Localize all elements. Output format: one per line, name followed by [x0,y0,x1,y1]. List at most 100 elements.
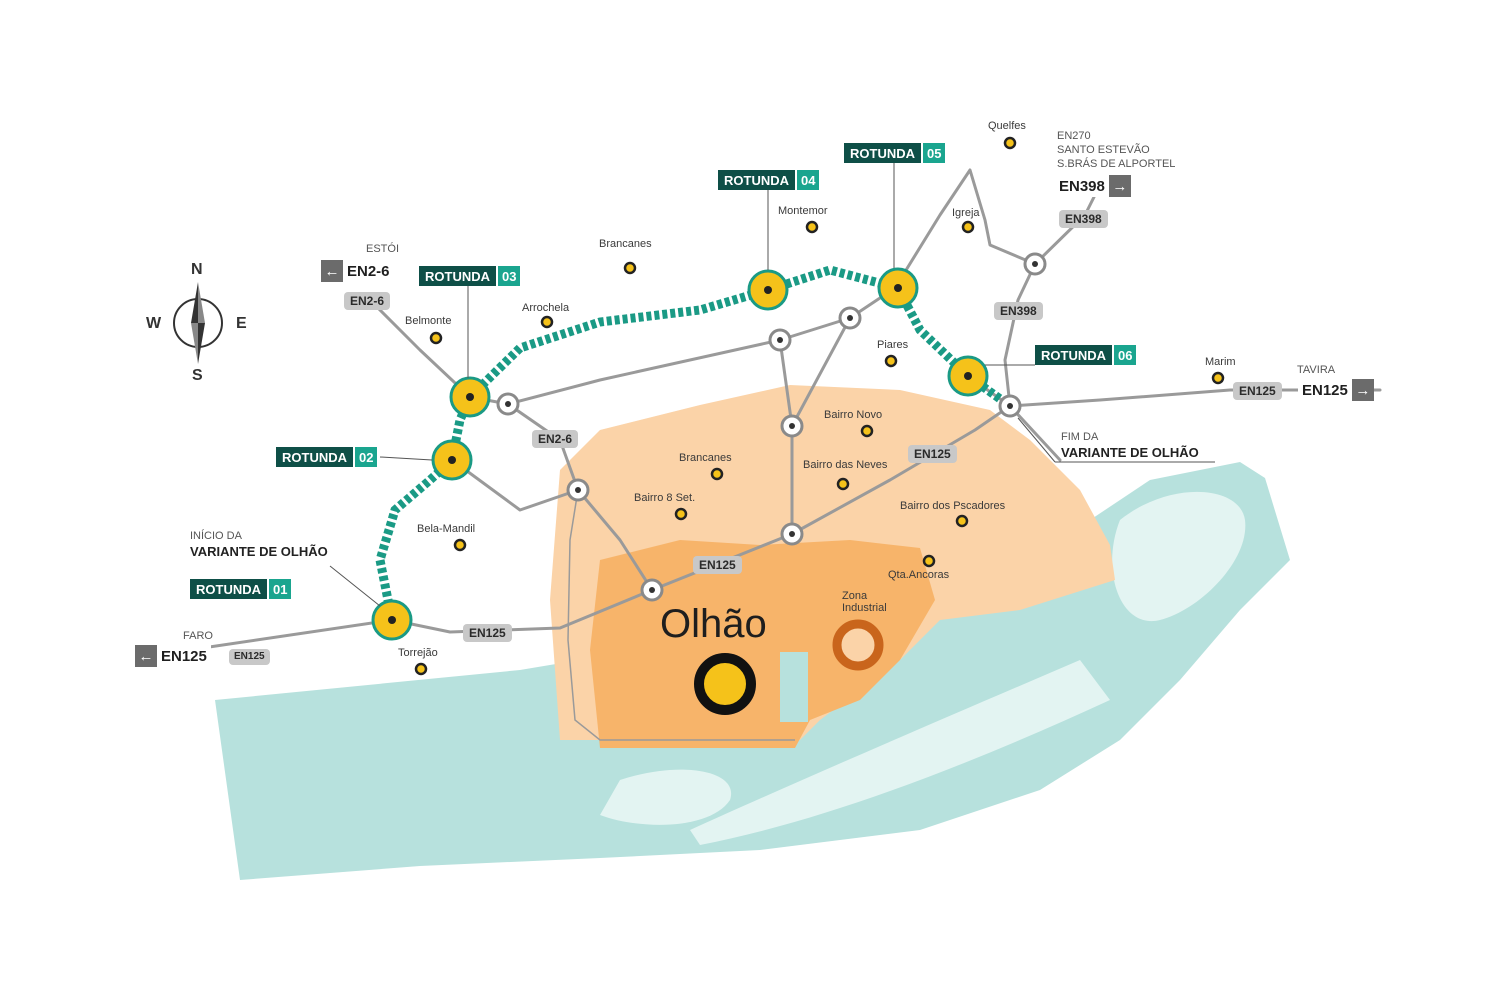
place-dot [710,467,724,481]
place-dot [414,662,428,676]
exit-estoi-place: ESTÓI [366,243,400,255]
start-title: VARIANTE DE OLHÃO [190,544,328,559]
place-dot [1003,136,1017,150]
road-link [450,458,580,512]
place-dot [884,354,898,368]
sandbank [600,769,732,825]
exit-code: EN125 [157,645,211,667]
arrow-right-icon: → [1108,175,1131,197]
exit-tavira-place: TAVIRA [1297,364,1336,376]
compass-east: E [236,315,247,332]
exit-en398: EN398 → [1055,175,1131,197]
place-label: Brancanes [599,238,652,250]
place-label: Torrejão [398,647,438,659]
road-tag-en398: EN398 [994,302,1043,320]
place-dot [674,507,688,521]
rotunda-number: 02 [355,447,378,467]
place-dot [429,331,443,345]
olhao-city-marker [694,653,756,715]
exit-code: EN398 [1055,175,1109,197]
rotunda-text: ROTUNDA [190,579,267,599]
place-dot [540,315,554,329]
exit-code: EN2-6 [343,260,394,282]
rotunda-label-01: ROTUNDA 01 [190,579,292,599]
end-caption: FIM DA [1061,431,1099,443]
industrial-zone-marker [832,619,884,671]
place-dot [860,424,874,438]
start-caption: INÍCIO DA [190,530,242,542]
rotunda-label-02: ROTUNDA 02 [276,447,378,467]
leader-line [1017,417,1056,463]
sandbank [690,660,1110,845]
exit-faro: ← EN125 [135,645,211,667]
urban-area-dark [590,540,935,748]
place-label: Bela-Mandil [417,523,476,535]
place-label: Bairro das Neves [803,459,888,471]
road-inner-loop [567,489,795,741]
place-dot [955,514,969,528]
place-label: Brancanes [679,452,732,464]
exit-tavira: EN125 → [1298,379,1374,401]
industrial-zone-label-2: Industrial [842,602,887,614]
place-label: Bairro dos Pscadores [900,500,1006,512]
place-label: Piares [877,339,909,351]
compass-north: N [191,261,203,278]
leader-line [329,565,381,607]
road-tag-en125: EN125 [908,445,957,463]
compass-south: S [192,367,203,384]
road-link [506,338,782,406]
compass-west: W [146,315,162,332]
road-tag-en125: EN125 [1233,382,1282,400]
exit-faro-place: FARO [183,630,213,642]
place-label: Bairro 8 Set. [634,492,696,504]
road-north [778,168,1037,536]
rotunda-text: ROTUNDA [718,170,795,190]
sandbank [1112,491,1246,622]
road-en125-west [153,388,1382,657]
rotunda-number: 06 [1114,345,1137,365]
place-label: Quelfes [988,120,1026,132]
port-water [780,652,808,722]
exit-estoi: ← EN2-6 [321,260,394,282]
road-tag-en2-6: EN2-6 [344,292,391,310]
exit-en398-line2: SANTO ESTEVÃO [1057,144,1150,156]
place-label: Qta.Ancoras [888,569,950,581]
rotunda-text: ROTUNDA [1035,345,1112,365]
rotunda-label-04: ROTUNDA 04 [718,170,820,190]
rotunda-number: 05 [923,143,946,163]
arrow-left-icon: ← [321,260,343,282]
rotunda-text: ROTUNDA [844,143,921,163]
rotunda-text: ROTUNDA [419,266,496,286]
place-label: Arrochela [522,302,570,314]
place-dot [922,554,936,568]
place-dot [1211,371,1225,385]
roundabout-markers [371,267,989,641]
rotunda-label-06: ROTUNDA 06 [1035,345,1137,365]
road-link [790,316,852,428]
road-tag-en125: EN125 [229,649,270,665]
end-title: VARIANTE DE OLHÃO [1061,445,1199,460]
place-label: Igreja [952,207,980,219]
rotunda-label-05: ROTUNDA 05 [844,143,946,163]
place-dot [453,538,467,552]
road-tag-en398: EN398 [1059,210,1108,228]
compass-rose [173,282,223,364]
rotunda-text: ROTUNDA [276,447,353,467]
junctions [496,252,1047,602]
place-dot [623,261,637,275]
arrow-left-icon: ← [135,645,157,667]
exit-en398-line1: EN270 [1057,130,1091,142]
exit-code: EN125 [1298,379,1352,401]
road-tag-en2-6: EN2-6 [532,430,579,448]
rotunda-label-03: ROTUNDA 03 [419,266,521,286]
road-tag-en125: EN125 [463,624,512,642]
industrial-zone-label-1: Zona [842,590,868,602]
rotunda-number: 04 [797,170,820,190]
place-label: Marim [1205,356,1236,368]
city-label: Olhão [660,602,767,646]
place-label: Belmonte [405,315,452,327]
place-dot [836,477,850,491]
place-dot [961,220,975,234]
place-dot [805,220,819,234]
